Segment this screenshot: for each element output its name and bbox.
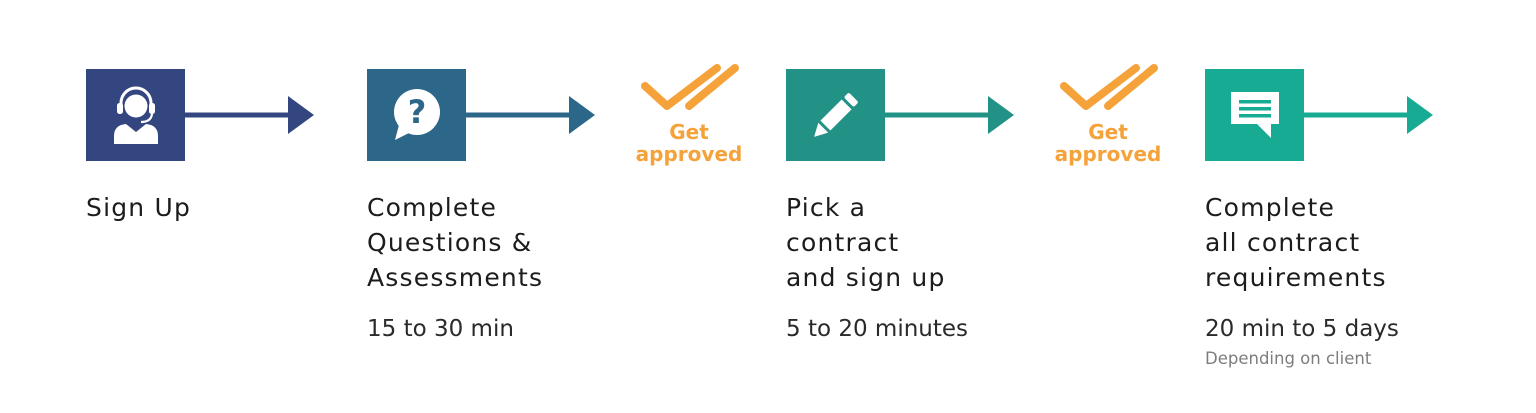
- step-2-title-line: Questions &: [367, 228, 533, 257]
- step-3-title-line: Pick a: [786, 193, 867, 222]
- step-4-duration: 20 min to 5 days: [1205, 316, 1399, 342]
- pencil-icon: [813, 93, 858, 137]
- step-4-title-line: all contract: [1205, 228, 1361, 257]
- step-4-icon-box: [1205, 69, 1304, 161]
- svg-text:?: ?: [407, 93, 426, 131]
- step-2-icon-box: ?: [367, 69, 466, 161]
- step-2-title-line: Assessments: [367, 263, 544, 292]
- approval-label-line: Get: [669, 120, 709, 144]
- double-check-icon: [641, 64, 739, 110]
- step-2-duration: 15 to 30 min: [367, 316, 514, 342]
- flow-arrow-2: [466, 96, 595, 134]
- step-2-title: Complete Questions & Assessments: [367, 190, 543, 295]
- flow-arrow-3: [885, 96, 1014, 134]
- approval-label: Get approved: [1038, 121, 1178, 165]
- question-bubble-icon: ?: [393, 89, 440, 140]
- message-icon: [1230, 92, 1279, 138]
- step-1-title-line: Sign Up: [86, 193, 192, 222]
- step-1-title: Sign Up: [86, 190, 191, 225]
- step-4-title-line: Complete: [1205, 193, 1336, 222]
- approval-label-line: Get: [1088, 120, 1128, 144]
- step-4-note: Depending on client: [1205, 349, 1372, 368]
- step-3-title: Pick a contract and sign up: [786, 190, 946, 295]
- double-check-icon: [1060, 64, 1158, 110]
- step-1-icon-box: [86, 69, 185, 161]
- approval-badge-2: Get approved: [1038, 60, 1178, 170]
- headset-user-icon: [113, 86, 158, 144]
- approval-label-line: approved: [1054, 142, 1162, 166]
- step-4-title: Complete all contract requirements: [1205, 190, 1387, 295]
- step-3-duration: 5 to 20 minutes: [786, 316, 969, 342]
- flow-arrow-1: [185, 96, 314, 134]
- approval-label-line: approved: [635, 142, 743, 166]
- approval-label: Get approved: [619, 121, 759, 165]
- step-3-title-line: contract: [786, 228, 900, 257]
- step-2-title-line: Complete: [367, 193, 498, 222]
- approval-badge-1: Get approved: [619, 60, 759, 170]
- step-3-icon-box: [786, 69, 885, 161]
- step-3-title-line: and sign up: [786, 263, 946, 292]
- step-4-title-line: requirements: [1205, 263, 1387, 292]
- flow-arrow-4: [1304, 96, 1433, 134]
